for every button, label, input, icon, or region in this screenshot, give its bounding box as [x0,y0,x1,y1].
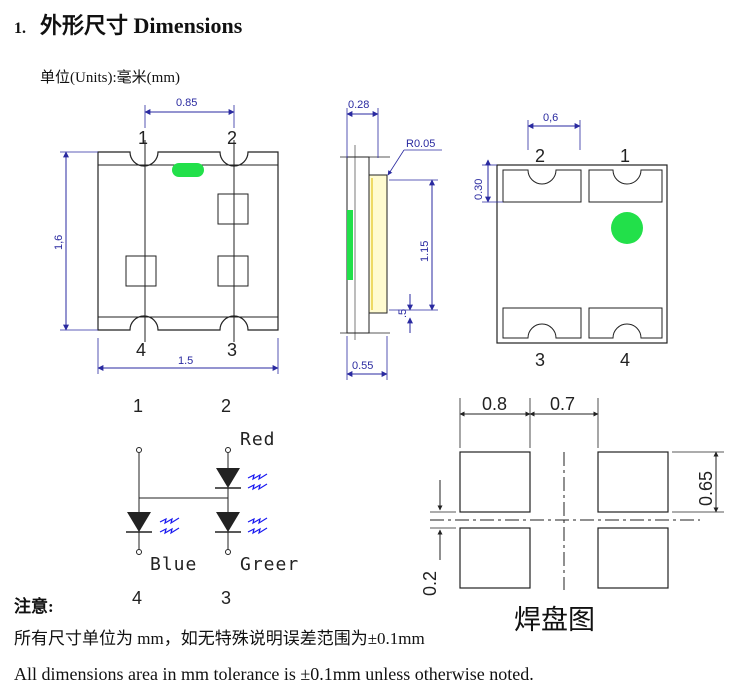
pad-height-dim: 0.65 [696,471,716,506]
pad-gap-dim: 0.7 [550,394,575,414]
side-view-length-dim: 1.15 [419,241,431,262]
green-led-light-arrows [247,517,268,535]
top-view: 1 2 4 3 0.85 1,6 1.5 [53,97,279,374]
circuit-diagram: 1 2 4 3 Red Blue Gr [126,396,299,608]
blue-led-light-arrows [159,517,180,535]
top-view-chip-pad [217,255,249,287]
solder-pad [459,527,531,589]
red-led-symbol [216,468,240,488]
notes-chinese: 所有尺寸单位为 mm，如无特殊说明误差范围为±0.1mm [14,629,425,648]
top-view-pin-3: 3 [227,340,237,360]
circuit-pin-4: 4 [132,588,142,608]
side-view-radius-dim: R0.05 [406,138,435,150]
bottom-view-offset-dim: 0.30 [473,179,485,200]
units-label: 单位(Units):毫米(mm) [40,70,180,86]
top-view-height-dim: 1,6 [53,235,65,250]
section-number: 1. [14,20,26,37]
circuit-pin-2: 2 [221,396,231,416]
notes-english: All dimensions area in mm tolerance is ±… [14,664,534,684]
solder-pad [597,451,669,513]
bottom-view: 2 1 3 4 0,6 0.30 [473,112,668,370]
bottom-view-pitch-dim: 0,6 [543,112,558,124]
bottom-view-pin-4: 4 [620,350,630,370]
pad-layout: 0.8 0.7 0.65 0.2 [420,394,724,596]
bottom-view-body [496,164,668,344]
solder-pad [597,527,669,589]
top-view-chip-pad [217,193,249,225]
bottom-view-pin-3: 3 [535,350,545,370]
blue-led-label: Blue [150,554,197,575]
section-title: 外形尺寸 Dimensions [40,13,243,38]
solder-pad [459,451,531,513]
side-view-base-dim: 0.55 [352,360,373,372]
top-view-pin-4: 4 [136,340,146,360]
top-view-chip-pad [125,255,157,287]
circuit-pin-3: 3 [221,588,231,608]
green-led-symbol [216,512,240,532]
red-led-light-arrows [247,473,268,491]
side-view-small-dim: .5 [397,309,409,318]
green-led-label: Greer [240,554,299,575]
bottom-view-pin-1: 1 [620,146,630,166]
section-heading: 1. 外形尺寸 Dimensions [14,8,242,40]
top-view-polarity-marker [172,163,204,177]
bottom-view-polarity-marker [611,212,643,244]
top-view-body [97,151,279,331]
side-view-thickness-dim: 0.28 [348,99,369,111]
pad-spacing-dim: 0.2 [420,571,440,596]
top-view-pitch-dim: 0.85 [176,97,197,109]
blue-led-symbol [127,512,151,532]
pad-layout-title: 焊盘图 [514,605,595,635]
notes-title: 注意: [14,597,54,616]
circuit-pin-1: 1 [133,396,143,416]
side-view: 0.28 R0.05 1.15 .5 0.55 [340,99,442,380]
top-view-width-dim: 1.5 [178,355,193,367]
top-view-pin-2: 2 [227,128,237,148]
red-led-label: Red [240,429,276,450]
pad-width-dim: 0.8 [482,394,507,414]
bottom-view-pin-2: 2 [535,146,545,166]
top-view-pin-1: 1 [138,128,148,148]
